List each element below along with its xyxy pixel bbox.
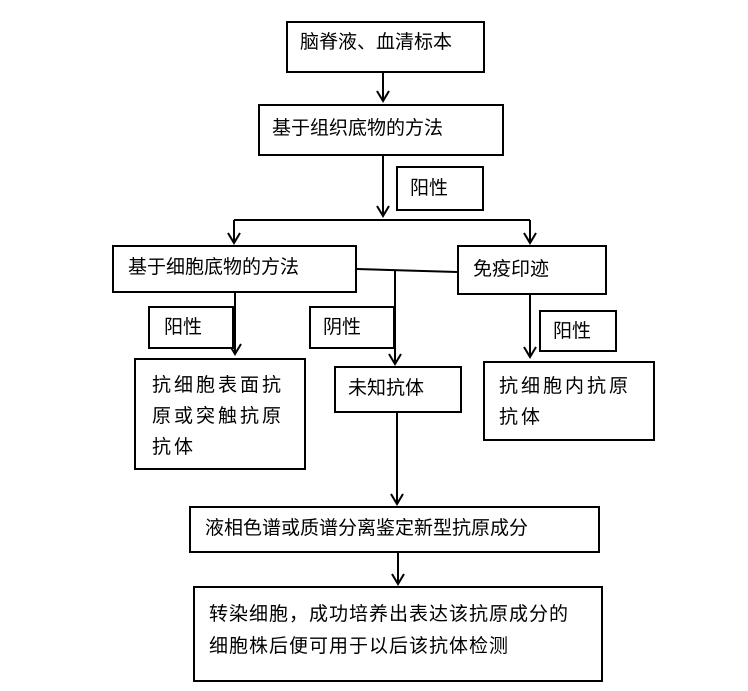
cell-method-box: 基于细胞底物的方法 [112,245,357,293]
intracellular-antigen-antibody-box: 抗细胞内抗原 抗体 [483,361,655,441]
negative-label: 阴性 [309,306,395,349]
arrowhead [391,573,405,586]
lc-ms-box: 液相色谱或质谱分离鉴定新型抗原成分 [189,506,600,553]
connector-cell-to-immunoblot [356,268,458,273]
positive-label: 阳性 [148,306,234,349]
positive-label: 阳性 [539,310,617,352]
arrowhead [376,205,390,218]
arrowhead [376,90,390,103]
tissue-method-box: 基于组织底物的方法 [258,104,504,156]
transfection-box: 转染细胞，成功培养出表达该抗原成分的 细胞株后便可用于以后该抗体检测 [193,586,603,682]
arrowhead [523,346,537,359]
arrowhead [227,232,241,245]
immunoblot-box: 免疫印迹 [457,245,607,295]
arrowhead [390,493,404,506]
arrowhead [523,232,537,245]
unknown-antibody-box: 未知抗体 [334,366,462,413]
sample-box: 脑脊液、血清标本 [286,21,485,73]
arrowhead [388,353,402,366]
positive-label: 阳性 [396,166,484,211]
surface-antigen-antibody-box: 抗细胞表面抗 原或突触抗原 抗体 [134,358,306,470]
